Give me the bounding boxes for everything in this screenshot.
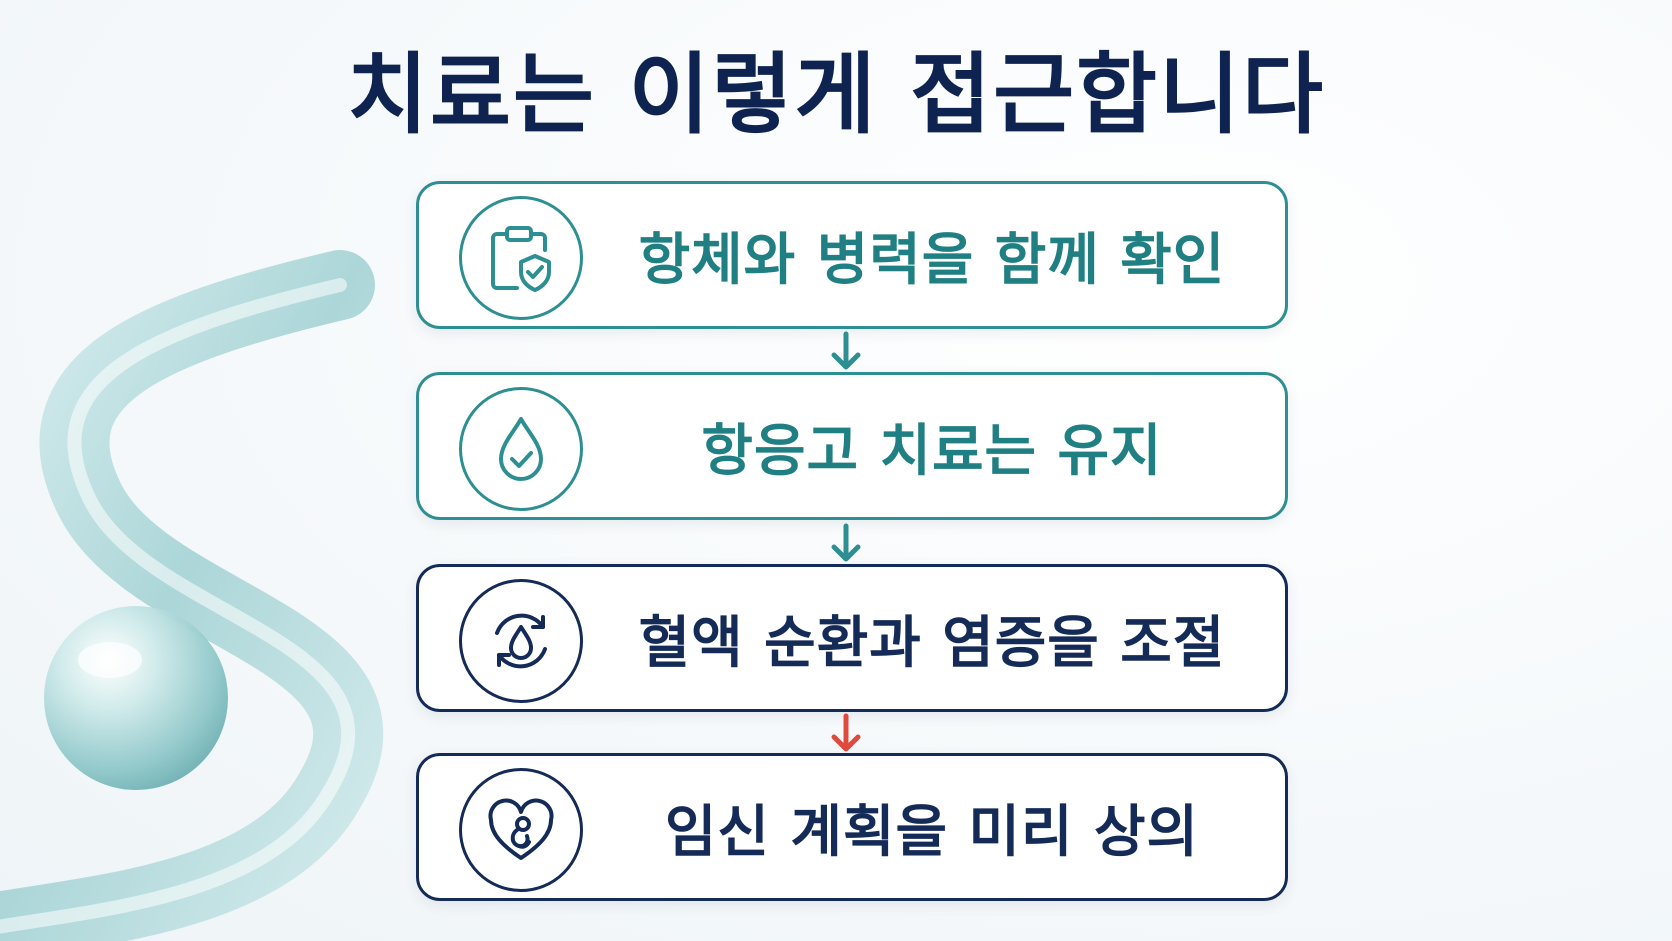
step-icon-ring — [459, 579, 583, 703]
drop-cycle-icon — [495, 613, 547, 669]
step-card-1: 항체와 병력을 함께 확인 — [416, 181, 1288, 329]
page-title: 치료는 이렇게 접근합니다 — [347, 43, 1325, 146]
arrow-down-icon — [831, 331, 861, 370]
step-card-2: 항응고 치료는 유지 — [416, 372, 1288, 520]
step-label-1: 항체와 병력을 함께 확인 — [638, 227, 1226, 293]
step-icon-ring — [459, 387, 583, 511]
step-card-3: 혈액 순환과 염증을 조절 — [416, 564, 1288, 712]
drop-check-icon — [499, 417, 543, 481]
step-card-4: 임신 계획을 미리 상의 — [416, 753, 1288, 901]
step-icon-ring — [459, 196, 583, 320]
arrow-down-icon — [831, 713, 861, 752]
step-icon-ring — [459, 768, 583, 892]
step-label-2: 항응고 치료는 유지 — [701, 418, 1163, 484]
heart-baby-icon — [488, 798, 554, 860]
arrow-down-icon — [831, 523, 861, 562]
step-label-3: 혈액 순환과 염증을 조절 — [638, 610, 1226, 676]
decorative-wave-graphic — [0, 250, 383, 941]
step-label-4: 임신 계획을 미리 상의 — [664, 799, 1200, 865]
clipboard-shield-icon — [491, 226, 551, 292]
